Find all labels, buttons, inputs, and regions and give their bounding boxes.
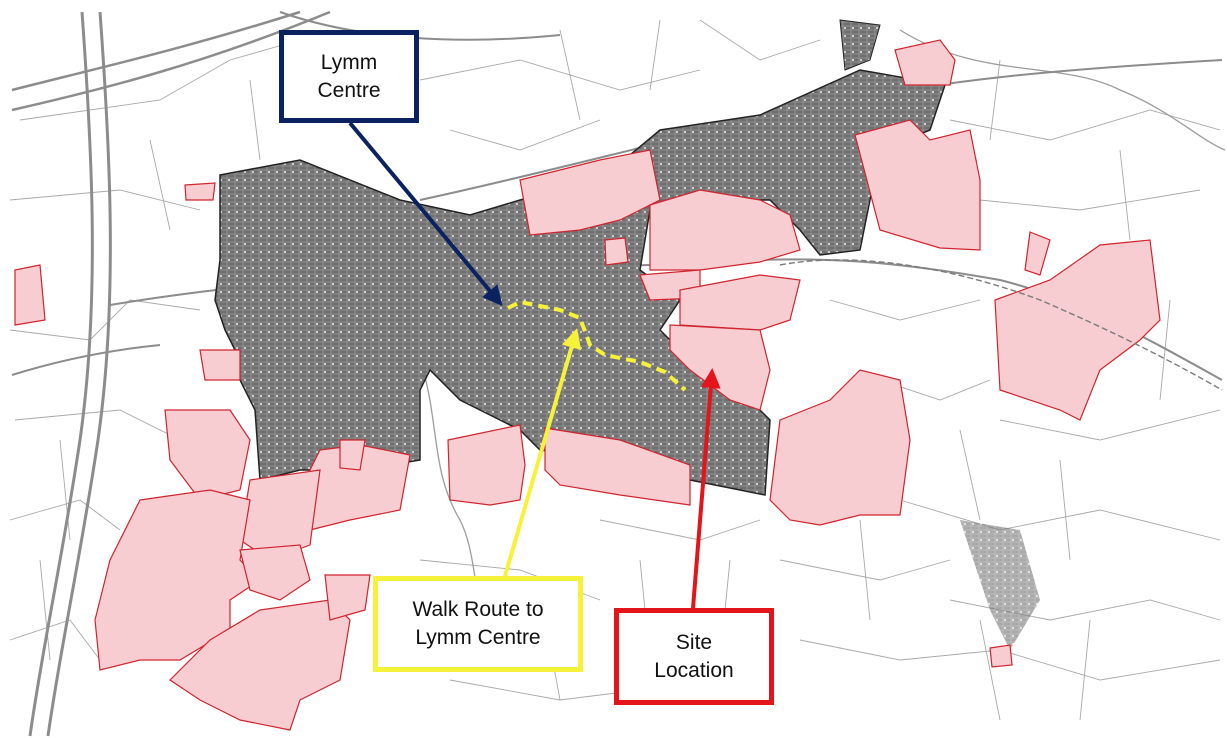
lymm-centre-arrow: [348, 121, 503, 307]
site-location-label-line1: Site: [675, 630, 713, 654]
walk-route-arrow: [503, 328, 582, 577]
walk-route-label: Walk Route to Lymm Centre: [373, 576, 583, 672]
motorway: [11, 10, 331, 737]
lymm-centre-label-line2: Centre: [317, 78, 381, 102]
lymm-centre-label-line1: Lymm: [320, 50, 378, 74]
walk-route-label-line2: Lymm Centre: [415, 626, 541, 649]
lymm-centre-label: Lymm Centre: [279, 30, 419, 123]
site-location-label: Site Location: [614, 608, 774, 705]
site-parcels: [14, 39, 1161, 731]
walk-route-label-line1: Walk Route to: [412, 598, 544, 621]
railway: [779, 259, 1223, 391]
walk-route-path: [507, 299, 687, 392]
site-location-arrow: [691, 368, 721, 609]
site-location-label-line2: Location: [654, 658, 734, 682]
